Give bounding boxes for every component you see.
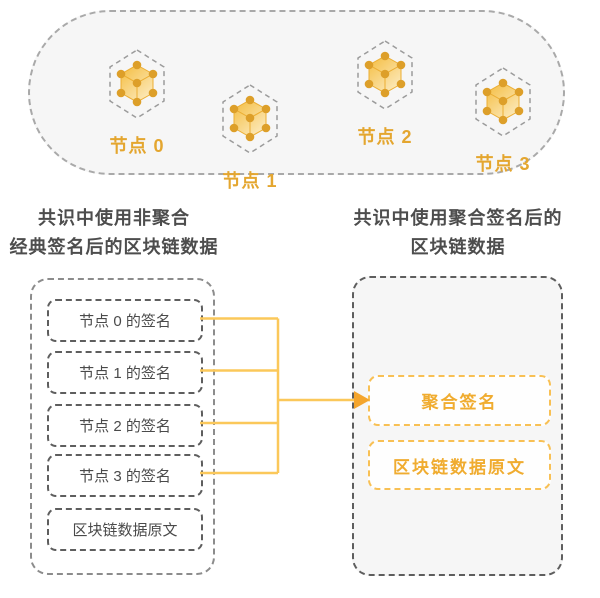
- classic-signatures-panel: 节点 0 的签名 节点 1 的签名 节点 2 的签名 节点 3 的签名 区块链数…: [30, 278, 215, 575]
- blockchain-raw-data-box: 区块链数据原文: [47, 508, 203, 551]
- blockchain-cube-icon: [357, 40, 413, 110]
- right-title-line2: 区块链数据: [410, 237, 506, 257]
- node-cluster-container: 节点 0 节点 1: [28, 10, 565, 191]
- node-3: 节点 3: [473, 67, 533, 176]
- node-label: 节点 2: [357, 127, 413, 147]
- aggregate-signature-panel: 聚合签名 区块链数据原文: [352, 276, 563, 576]
- left-title-line2: 经典签名后的区块链数据: [9, 237, 219, 257]
- blockchain-raw-data-box-right: 区块链数据原文: [368, 440, 551, 490]
- left-title-line1: 共识中使用非聚合: [38, 208, 190, 228]
- node-3-signature-box: 节点 3 的签名: [47, 454, 203, 497]
- node-label: 节点 0: [109, 136, 165, 156]
- node-2: 节点 2: [355, 40, 415, 149]
- aggregate-signature-box: 聚合签名: [368, 375, 551, 426]
- blockchain-cube-icon: [475, 67, 531, 137]
- right-section-title: 共识中使用聚合签名后的 区块链数据: [348, 204, 568, 262]
- node-0: 节点 0: [107, 49, 167, 158]
- left-section-title: 共识中使用非聚合 经典签名后的区块链数据: [4, 204, 224, 262]
- node-0-signature-box: 节点 0 的签名: [47, 299, 203, 342]
- blockchain-cube-icon: [222, 84, 278, 154]
- node-label: 节点 3: [475, 154, 531, 174]
- right-title-line1: 共识中使用聚合签名后的: [353, 208, 563, 228]
- node-1: 节点 1: [220, 84, 280, 193]
- node-2-signature-box: 节点 2 的签名: [47, 404, 203, 447]
- blockchain-cube-icon: [109, 49, 165, 119]
- node-1-signature-box: 节点 1 的签名: [47, 351, 203, 394]
- node-label: 节点 1: [222, 171, 278, 191]
